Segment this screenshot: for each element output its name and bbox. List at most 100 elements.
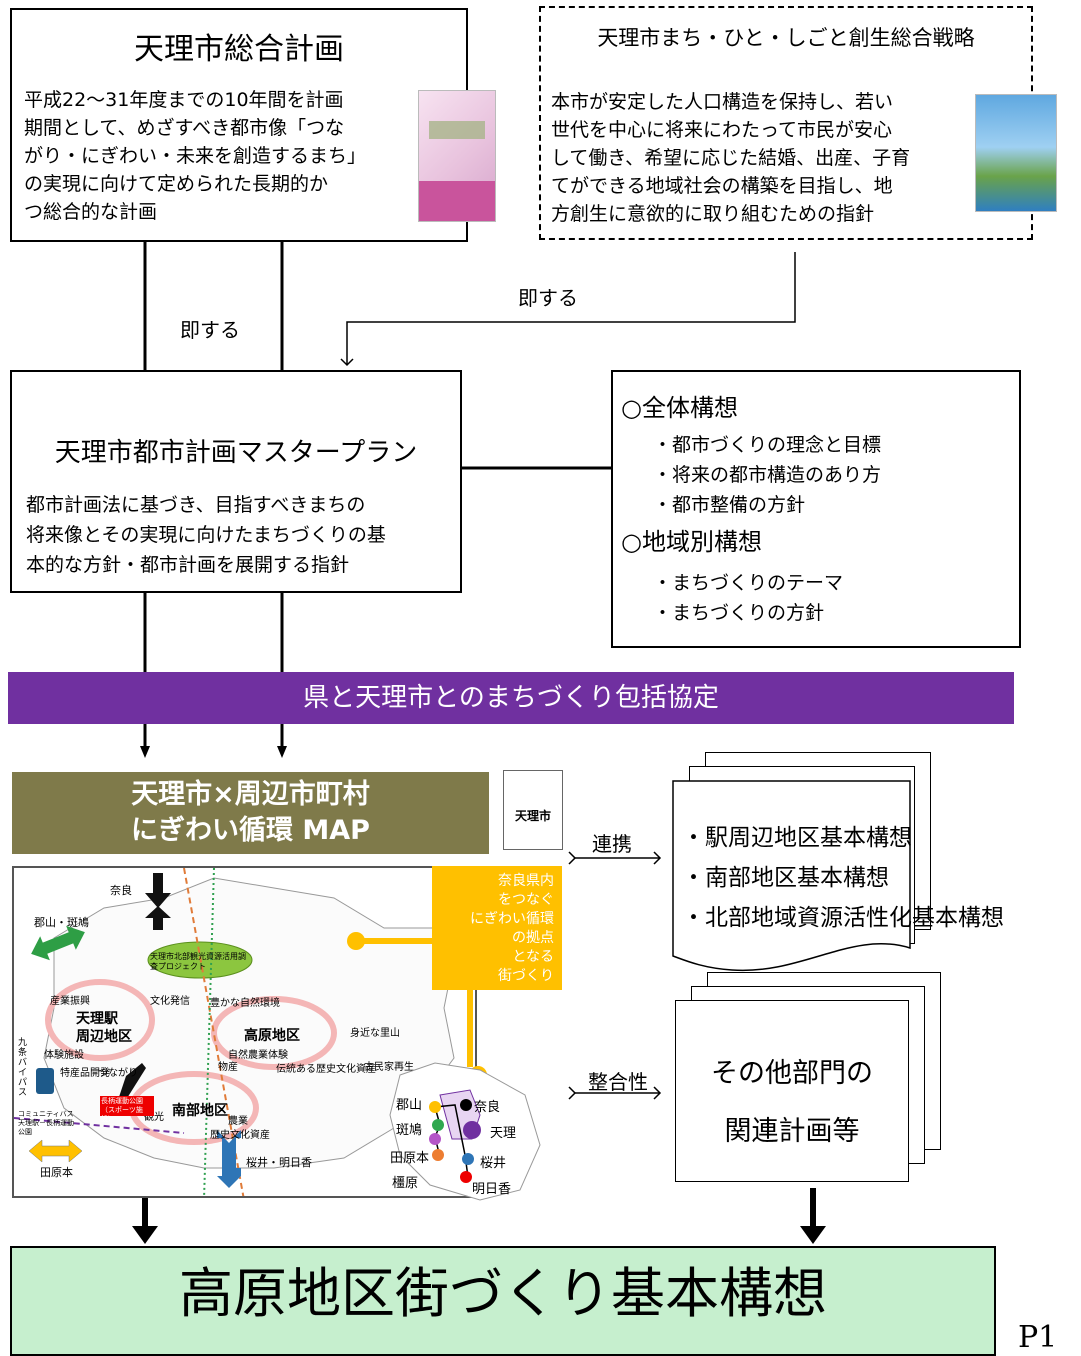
callout-line: の拠点 <box>512 930 554 946</box>
map-small-label: 身近な里山 <box>350 1028 400 1039</box>
sogo-line: がり・にぎわい・未来を創造するまち」 <box>24 145 367 167</box>
map-small-label: つながり <box>98 1068 138 1079</box>
other-stack-front: その他部門の 関連計画等 <box>675 1000 909 1182</box>
map-nanbu-label: 南部地区 <box>172 1103 228 1119</box>
kyotei-banner: 県と天理市とのまちづくり包括協定 <box>8 672 1014 724</box>
final-plan-box: 高原地区街づくり基本構想 <box>10 1246 996 1356</box>
callout-line: をつなぐ <box>498 892 554 908</box>
callout-line: となる <box>512 949 554 965</box>
map-title-line1: 天理市×周辺市町村 <box>131 779 370 810</box>
kihon-kousou-list: ・駅周辺地区基本構想 ・南部地区基本構想 ・北部地域資源活性化基本構想 <box>682 818 1004 938</box>
zentai-kousou-list: ・都市づくりの理念と目標 ・将来の都市構造のあり方 ・都市整備の方針 <box>653 430 881 520</box>
sogo-line: の実現に向けて定められた長期的か <box>24 173 329 195</box>
page-number: P1 <box>1018 1320 1058 1355</box>
seigou-label: 整合性 <box>588 1070 648 1094</box>
senryaku-desc: 本市が安定した人口構造を保持し、若い 世代を中心に将来にわたって市民が安心 して… <box>551 88 971 228</box>
sogo-keikaku-title: 天理市総合計画 <box>134 32 344 67</box>
map-small-label: 観光 <box>144 1112 164 1123</box>
master-line: 都市計画法に基づき、目指すべきまちの <box>26 494 366 516</box>
senryaku-line: てができる地域社会の構築を目指し、地 <box>551 175 893 197</box>
route-sakurai: 桜井 <box>480 1156 507 1171</box>
map-tenri-station-1: 天理駅 <box>76 1011 118 1027</box>
sogo-cover-thumbnail <box>418 90 496 222</box>
sogo-keikaku-desc: 平成22～31年度までの10年間を計画 期間として、めざすべき都市像「つな がり… <box>24 86 404 226</box>
route-nara: 奈良 <box>474 1100 501 1115</box>
sogo-line: 平成22～31年度までの10年間を計画 <box>24 89 344 111</box>
route-koriyama: 郡山 <box>396 1098 423 1113</box>
senryaku-line: 方創生に意欲的に取り組むための指針 <box>551 203 875 225</box>
map-small-label: 農業 <box>228 1116 248 1127</box>
senryaku-line: 本市が安定した人口構造を保持し、若い <box>551 91 894 113</box>
map-small-label: 歴史文化資産 <box>210 1130 270 1141</box>
chiiki-kousou-list: ・まちづくりのテーマ ・まちづくりの方針 <box>653 568 843 628</box>
zentai-kousou-heading: ○全体構想 <box>621 394 738 422</box>
sogo-line: 期間として、めざすべき都市像「つな <box>24 117 345 139</box>
master-plan-title: 天理市都市計画マスタープラン <box>54 438 418 468</box>
sogo-line: つ総合的な計画 <box>24 201 158 223</box>
sogo-keikaku-box: 天理市総合計画 平成22～31年度までの10年間を計画 期間として、めざすべき都… <box>10 8 496 242</box>
master-line: 本的な方針・都市計画を展開する指針 <box>26 554 350 576</box>
map-small-label: 物産 <box>218 1062 238 1073</box>
zentai-item: ・将来の都市構造のあり方 <box>653 464 882 486</box>
connector-arrowhead <box>800 1226 826 1244</box>
sokusuru-label-left: 即する <box>180 318 240 342</box>
callout-line: 街づくり <box>498 968 554 984</box>
map-small-label: 体験施設 <box>44 1050 84 1061</box>
route-kashihara: 橿原 <box>392 1176 419 1191</box>
map-tenri-station-2: 周辺地区 <box>76 1029 132 1045</box>
master-line: 将来像とその実現に向けたまちづくりの基 <box>26 524 386 546</box>
route-asuka: 明日香 <box>472 1182 512 1197</box>
route-tawaramoto: 田原本 <box>390 1151 430 1166</box>
senryaku-line: して働き、希望に応じた結婚、出産、子育 <box>551 147 911 169</box>
map-small-label: 産業振興 <box>50 996 90 1007</box>
tenri-station-zone <box>45 979 155 1061</box>
route-ikaruga: 斑鳩 <box>396 1123 423 1138</box>
map-header: 天理市×周辺市町村 にぎわい循環 MAP <box>12 772 489 854</box>
renkei-label: 連携 <box>592 832 632 856</box>
map-kujo-bypass: 九条バイパス <box>18 1038 28 1098</box>
map-small-label: 古民家再生 <box>364 1062 414 1073</box>
map-illustration <box>14 868 455 1196</box>
master-plan-desc: 都市計画法に基づき、目指すべきまちの 将来像とその実現に向けたまちづくりの基 本… <box>26 490 456 580</box>
connector-arrowhead <box>132 1226 158 1244</box>
map-small-label: 特産品開発 <box>60 1068 110 1079</box>
map-nagara-park: 長柄運動公園（スポーツ施設） <box>100 1096 154 1123</box>
senryaku-line: 世代を中心に将来にわたって市民が安心 <box>551 119 893 141</box>
senryaku-cover-thumbnail <box>975 94 1057 212</box>
nigiwai-callout: 奈良県内 をつなぐ にぎわい循環 の拠点 となる 街づくり <box>432 866 562 990</box>
master-plan-box: 天理市都市計画マスタープラン 都市計画法に基づき、目指すべきまちの 将来像とその… <box>10 370 462 593</box>
tenri-badge: 天理市 <box>503 770 563 850</box>
route-tenri: 天理 <box>490 1126 517 1141</box>
map-koriyama-label: 郡山・斑鳩 <box>34 916 89 929</box>
other-line1: その他部門の <box>711 1058 873 1089</box>
map-small-label: 自然農業体験 <box>228 1050 288 1061</box>
map-small-label: 伝統ある歴史文化資産 <box>276 1064 376 1075</box>
map-tawaramoto-label: 田原本 <box>40 1166 73 1179</box>
senryaku-title: 天理市まち・ひと・しごと創生総合戦略 <box>597 26 975 50</box>
sokusuru-label-right: 即する <box>518 286 578 310</box>
map-small-label: 豊かな自然環境 <box>210 998 280 1009</box>
kihon-item: ・北部地域資源活性化基本構想 <box>682 905 1004 931</box>
senryaku-box: 天理市まち・ひと・しごと創生総合戦略 本市が安定した人口構造を保持し、若い 世代… <box>539 6 1057 240</box>
map-small-label: 文化発信 <box>150 996 190 1007</box>
chiiki-kousou-heading: ○地域別構想 <box>621 528 762 556</box>
other-line2: 関連計画等 <box>724 1116 860 1147</box>
callout-line: 奈良県内 <box>498 873 554 889</box>
doc-stack-front <box>672 780 911 972</box>
map-nara-label: 奈良 <box>110 884 132 897</box>
map-north-project: 天理市北部観光資源活用調査プロジェクト <box>150 952 246 971</box>
chiiki-item: ・まちづくりの方針 <box>653 602 825 624</box>
connector-arrow <box>340 252 796 367</box>
bus-icon <box>36 1068 54 1094</box>
callout-line: にぎわい循環 <box>470 911 554 927</box>
map-sakurai-label: 桜井・明日香 <box>246 1156 312 1169</box>
kihon-item: ・駅周辺地区基本構想 <box>682 825 912 851</box>
map-takahara-label: 高原地区 <box>244 1028 300 1044</box>
map-title-line2: にぎわい循環 MAP <box>131 815 370 846</box>
kousou-box: ○全体構想 ・都市づくりの理念と目標 ・将来の都市構造のあり方 ・都市整備の方針… <box>611 370 1021 648</box>
route-diagram <box>347 932 541 1201</box>
zentai-item: ・都市づくりの理念と目標 <box>653 434 882 456</box>
takahara-zone <box>211 996 337 1070</box>
zentai-item: ・都市整備の方針 <box>653 494 806 516</box>
